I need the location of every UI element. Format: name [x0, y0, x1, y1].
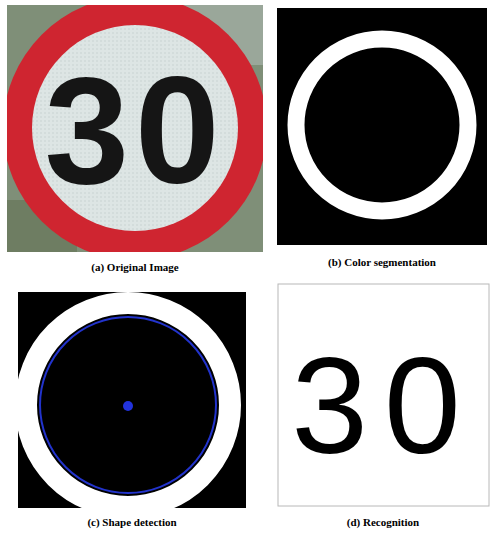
sign-number: 30: [44, 54, 225, 206]
recognition-image: [278, 284, 489, 506]
shape-detection-image: [18, 292, 246, 508]
segmentation-image: [277, 8, 487, 245]
panel-caption: (a) Original Image: [91, 262, 178, 273]
panel-caption: (b) Color segmentation: [328, 257, 436, 268]
original-photo: [7, 5, 263, 252]
panel-caption: (d) Recognition: [347, 517, 419, 528]
recognized-number: 30: [291, 336, 477, 474]
panel-caption: (c) Shape detection: [87, 517, 176, 528]
